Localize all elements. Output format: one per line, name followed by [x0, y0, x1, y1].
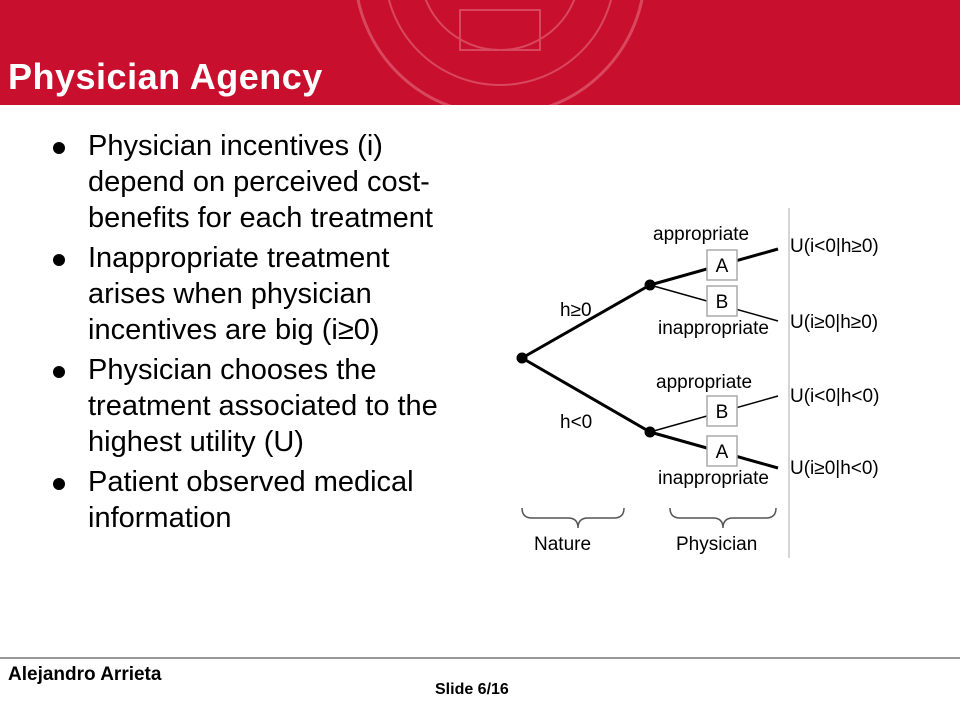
svg-text:B: B: [716, 292, 729, 313]
decision-tree-diagram: h≥0 h<0 appropriate inappropriate approp…: [516, 208, 879, 558]
box-bottom-2: A: [706, 435, 738, 467]
label-physician: Physician: [676, 534, 757, 555]
author-name: Alejandro Arrieta: [8, 664, 162, 685]
label-appropriate-top: appropriate: [653, 224, 749, 245]
svg-text:A: A: [716, 442, 729, 463]
bullet-item: Inappropriate treatment arises when phys…: [50, 240, 460, 348]
label-appropriate-bottom: appropriate: [656, 372, 752, 393]
label-inappropriate-bottom: inappropriate: [658, 468, 769, 489]
bullet-dot-icon: [53, 142, 65, 154]
label-inappropriate-top: inappropriate: [658, 318, 769, 339]
physician-brace: [669, 507, 777, 529]
bullet-dot-icon: [53, 478, 65, 490]
bullet-item: Physician chooses the treatment associat…: [50, 352, 460, 460]
utility-4: U(i≥0|h<0): [790, 458, 879, 479]
university-seal-watermark: [356, 0, 644, 105]
nature-brace: [521, 507, 625, 529]
slide-number: Slide 6/16: [435, 681, 509, 698]
slide-header: Physician Agency: [0, 0, 960, 105]
bullet-item: Physician incentives (i) depend on perce…: [50, 128, 460, 236]
bullet-dot-icon: [53, 366, 65, 378]
svg-text:B: B: [716, 402, 729, 423]
node-lower: [644, 426, 656, 438]
box-bottom-1: B: [706, 395, 738, 427]
bullet-item: Patient observed medical information: [50, 464, 460, 536]
box-top-2: B: [706, 285, 738, 317]
bullet-list: Physician incentives (i) depend on perce…: [50, 128, 460, 540]
utility-1: U(i<0|h≥0): [790, 236, 879, 257]
node-upper: [644, 279, 656, 291]
page-title: Physician Agency: [8, 56, 323, 97]
utility-3: U(i<0|h<0): [790, 386, 879, 407]
svg-text:A: A: [716, 256, 729, 277]
edge-h-lt-0: [521, 356, 651, 434]
root-node: [516, 352, 528, 364]
label-h-ge-0: h≥0: [560, 300, 592, 321]
label-h-lt-0: h<0: [560, 412, 592, 433]
edge-h-ge-0: [521, 283, 651, 360]
footer-divider: [0, 657, 960, 659]
label-nature: Nature: [534, 534, 591, 555]
utility-2: U(i≥0|h≥0): [790, 312, 878, 333]
bullet-dot-icon: [53, 254, 65, 266]
box-top-1: A: [706, 249, 738, 281]
